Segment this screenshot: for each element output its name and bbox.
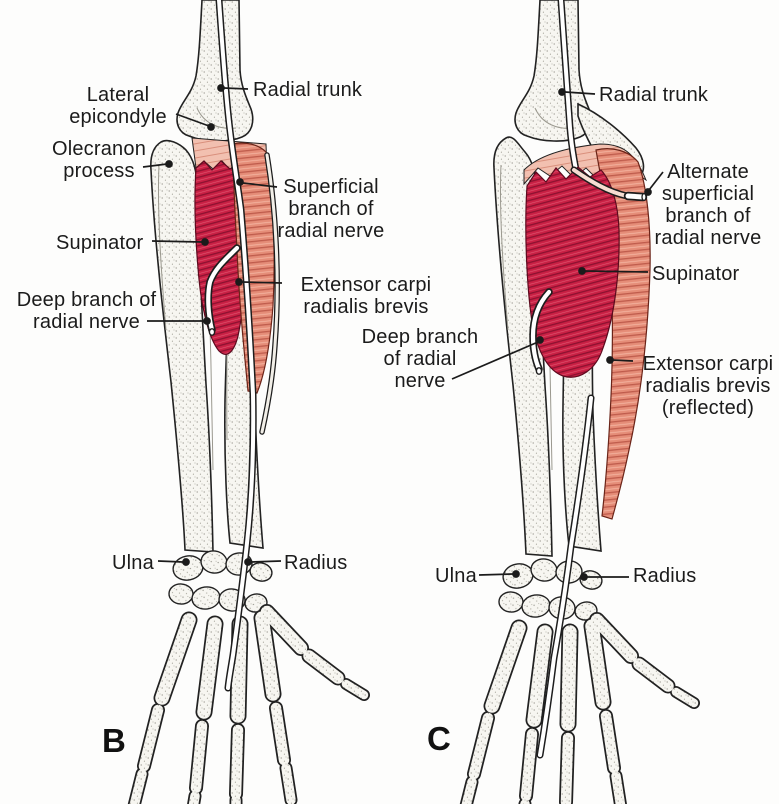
panel-letter-b: B xyxy=(102,722,126,759)
label-supinator-b: Supinator xyxy=(56,232,144,254)
leader-supinator-c xyxy=(584,270,649,273)
leader-radial-trunk-c xyxy=(564,91,596,95)
panel-c-illustration xyxy=(464,0,694,804)
deep-branch-nerve-c xyxy=(529,288,553,375)
leader-extensor-b xyxy=(241,281,283,284)
label-supinator-c: Supinator xyxy=(652,263,740,285)
label-extensor-b: Extensor carpi radialis brevis xyxy=(300,274,432,318)
label-alternate-branch: Alternate superficial branch of radial n… xyxy=(654,161,762,249)
label-deep-branch-b: Deep branch of radial nerve xyxy=(16,289,157,333)
leader-olecranon xyxy=(142,163,168,168)
deep-branch-nerve-b xyxy=(204,244,241,336)
leader-supinator-b xyxy=(151,240,203,243)
leader-radius-b xyxy=(250,560,282,563)
leader-superficial-b xyxy=(242,182,278,188)
tendon-c xyxy=(536,394,595,759)
humerus-bone xyxy=(176,0,254,142)
hand-bones xyxy=(127,550,370,804)
leader-deep-branch-c xyxy=(451,341,539,380)
leader-extensor-c xyxy=(611,359,634,362)
alternate-branch-nerve xyxy=(570,166,648,202)
supinator-muscle-c xyxy=(525,166,620,378)
label-superficial-branch: Superficial branch of radial nerve xyxy=(277,176,385,242)
label-radius-c: Radius xyxy=(633,565,697,587)
leader-alternate xyxy=(648,171,664,191)
leader-ulna-c xyxy=(478,573,514,576)
leader-lines xyxy=(142,84,664,581)
label-olecranon-process: Olecranon process xyxy=(51,138,147,182)
label-deep-branch-c: Deep branch of radial nerve xyxy=(361,326,479,392)
leader-lateral-epicondyle xyxy=(175,113,210,127)
label-ulna-b: Ulna xyxy=(112,552,154,574)
leader-ulna-b xyxy=(157,560,184,563)
label-ulna-c: Ulna xyxy=(435,565,477,587)
label-radial-trunk-c: Radial trunk xyxy=(599,84,709,106)
panel-letter-c: C xyxy=(427,720,451,757)
leader-radial-trunk-b xyxy=(223,87,249,90)
label-extensor-c: Extensor carpi radialis brevis (reflecte… xyxy=(642,353,774,419)
radial-nerve-b xyxy=(215,0,280,692)
label-radial-trunk-b: Radial trunk xyxy=(253,79,363,101)
label-lateral-epicondyle: Lateral epicondyle xyxy=(69,84,167,128)
label-radius-b: Radius xyxy=(284,552,348,574)
